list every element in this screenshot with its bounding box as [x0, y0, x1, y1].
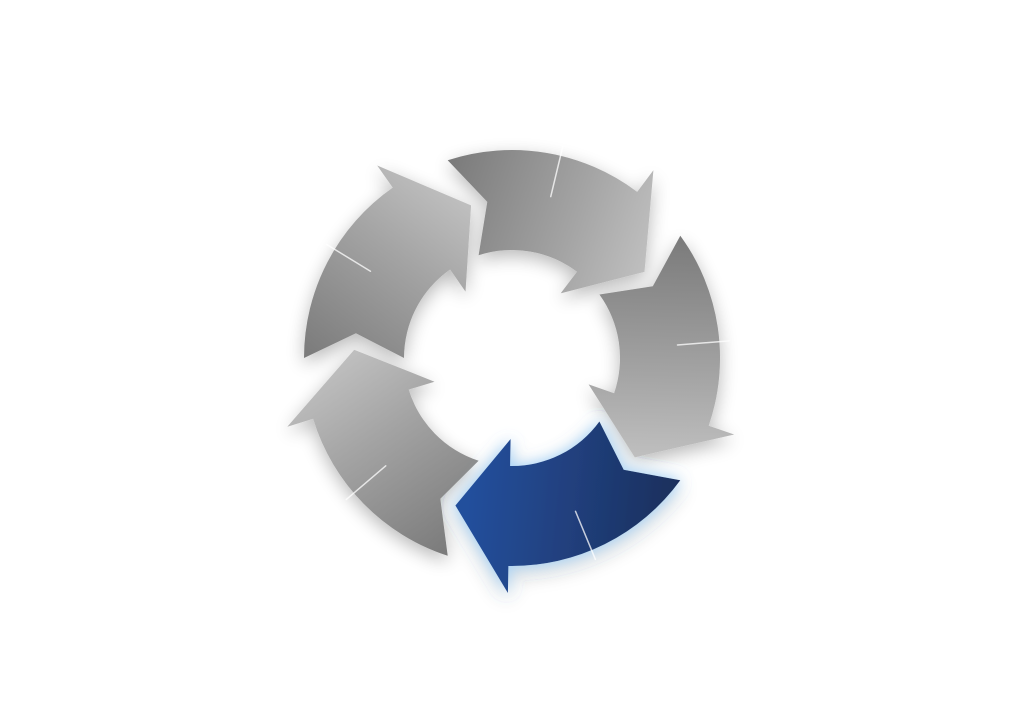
cycle-arrow-1 — [447, 150, 654, 294]
segment-divider-4 — [345, 465, 387, 501]
cycle-arrow-5 — [304, 165, 472, 358]
segment-dividers — [325, 145, 731, 561]
cycle-arrow-3-highlighted — [455, 421, 681, 593]
segment-divider-1 — [550, 145, 564, 198]
cycle-arrow-2 — [588, 235, 735, 458]
cycle-ring — [287, 150, 735, 593]
cycle-arrow-4 — [287, 349, 479, 556]
segment-divider-2 — [676, 340, 731, 346]
segment-divider-5 — [325, 243, 372, 273]
segment-divider-3 — [574, 510, 597, 561]
